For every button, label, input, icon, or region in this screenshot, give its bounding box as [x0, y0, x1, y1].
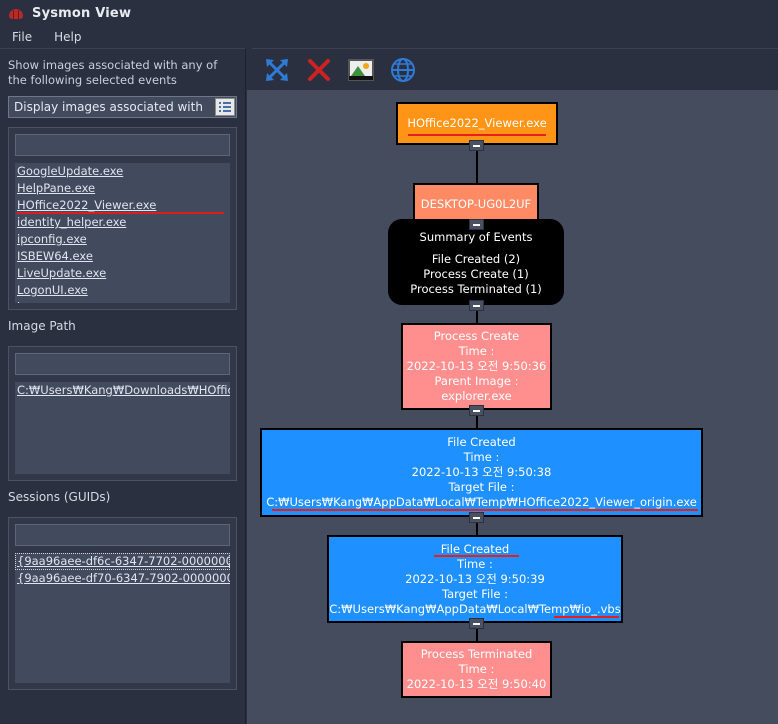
node-line: C:₩Users₩Kang₩AppData₩Local₩Temp₩HOffice… — [266, 495, 697, 509]
node-line: Process Create (1) — [423, 267, 529, 281]
node-line: Target File : — [441, 586, 508, 601]
list-item[interactable]: ipconfig.exe — [17, 232, 87, 246]
node-line: C:₩Users₩Kang₩AppData₩Local₩Temp₩io_.vbs — [329, 601, 621, 616]
menu-item-help[interactable]: Help — [54, 30, 82, 44]
node-line: File Created — [440, 541, 510, 556]
list-item[interactable]: GoogleUpdate.exe — [17, 164, 124, 178]
window-title: Sysmon View — [32, 5, 132, 21]
image-path-filter-input[interactable] — [15, 353, 230, 375]
node-line: 2022-10-13 오전 9:50:36 — [406, 359, 547, 373]
node-line: HOffice2022_Viewer.exe — [407, 116, 547, 130]
collapse-toggle-image[interactable] — [469, 140, 484, 151]
graph-node-file-created-1[interactable]: File Created Time : 2022-10-13 오전 9:50:3… — [260, 428, 703, 517]
sidebar-hint-text: Show images associated with any of the f… — [8, 58, 218, 87]
list-item[interactable]: HelpPane.exe — [17, 181, 96, 195]
node-line: Time : — [458, 344, 495, 358]
sessions-list[interactable]: {9aa96aee-df6c-6347-7702-000000001000 {9… — [15, 553, 230, 683]
images-filter-input[interactable] — [15, 134, 230, 156]
sessions-label: Sessions (GUIDs) — [8, 490, 111, 504]
close-clear-icon[interactable] — [304, 55, 334, 85]
node-line: 2022-10-13 오전 9:50:39 — [405, 571, 545, 586]
sessions-listbox: {9aa96aee-df6c-6347-7702-000000001000 {9… — [8, 517, 237, 690]
node-line: Target File : — [448, 480, 515, 494]
node-line: explorer.exe — [441, 389, 512, 403]
annotation-underline — [272, 509, 698, 511]
collapse-toggle-file-created-1[interactable] — [469, 512, 484, 523]
list-item[interactable]: HOffice2022_Viewer.exe — [15, 197, 230, 214]
menu-bar: File Help — [0, 26, 778, 48]
node-line: Parent Image : — [434, 374, 519, 388]
list-item[interactable]: ISBEW64.exe — [17, 249, 93, 263]
annotation-underline — [408, 134, 546, 136]
list-item[interactable]: {9aa96aee-df70-6347-7902-0000000010 — [17, 571, 230, 585]
collapse-toggle-host[interactable] — [469, 219, 484, 230]
node-line: 2022-10-13 오전 9:50:38 — [411, 465, 552, 479]
edge-summary-to-create — [476, 305, 478, 340]
left-sidebar: Show images associated with any of the f… — [0, 48, 246, 724]
menu-item-file[interactable]: File — [12, 30, 33, 44]
sysmon-app-icon — [8, 5, 24, 21]
image-path-list[interactable]: C:₩Users₩Kang₩Downloads₩HOffice202 — [15, 382, 230, 474]
open-browser-icon[interactable] — [388, 55, 418, 85]
list-item[interactable]: LiveUpdate.exe — [17, 266, 107, 280]
images-listbox: GoogleUpdate.exe HelpPane.exe HOffice202… — [8, 127, 237, 310]
collapse-toggle-file-created-2[interactable] — [469, 618, 484, 629]
list-item[interactable]: C:₩Users₩Kang₩Downloads₩HOffice202 — [17, 383, 230, 397]
node-line: Process Terminated — [420, 647, 533, 661]
graph-node-process-terminated[interactable]: Process Terminated Time : 2022-10-13 오전 … — [401, 641, 552, 698]
node-line: Time : — [457, 556, 493, 571]
list-item[interactable]: LogonUI.exe — [17, 283, 88, 297]
collapse-toggle-process-create[interactable] — [469, 405, 484, 416]
sessions-filter-input[interactable] — [15, 524, 230, 546]
edge-create-to-file1 — [476, 410, 478, 445]
node-line: Summary of Events — [419, 230, 533, 244]
graph-node-summary[interactable]: Summary of Events File Created (2) Proce… — [388, 219, 564, 305]
list-item[interactable]: lsass.exe — [15, 299, 230, 303]
node-line: 2022-10-13 오전 9:50:40 — [406, 677, 547, 691]
node-line: Time : — [458, 662, 495, 676]
graph-toolbar — [252, 48, 778, 90]
title-bar: Sysmon View — [0, 0, 778, 26]
image-path-label: Image Path — [8, 319, 76, 333]
node-line: Process Create — [433, 329, 520, 343]
annotation-underline — [554, 616, 619, 618]
list-item[interactable]: {9aa96aee-df6c-6347-7702-000000001000 — [15, 553, 230, 570]
graph-node-file-created-2[interactable]: File Created Time : 2022-10-13 오전 9:50:3… — [327, 535, 623, 623]
graph-node-process-image[interactable]: HOffice2022_Viewer.exe — [396, 102, 558, 145]
node-line: Process Terminated (1) — [410, 282, 542, 296]
list-item[interactable]: identity_helper.exe — [17, 215, 127, 229]
node-line: DESKTOP-UG0L2UF — [420, 196, 532, 211]
graph-node-process-create[interactable]: Process Create Time : 2022-10-13 오전 9:50… — [401, 323, 552, 410]
image-path-listbox: C:₩Users₩Kang₩Downloads₩HOffice202 — [8, 346, 237, 481]
display-images-combobox-label: Display images associated with — [14, 100, 203, 114]
event-graph-canvas[interactable]: HOffice2022_Viewer.exe DESKTOP-UG0L2UF S… — [247, 90, 778, 724]
export-image-icon[interactable] — [346, 55, 376, 85]
edge-file1-to-file2 — [476, 517, 478, 552]
annotation-underline — [434, 555, 519, 557]
display-images-combobox[interactable]: Display images associated with — [8, 96, 237, 118]
collapse-toggle-summary[interactable] — [469, 300, 484, 311]
node-line: File Created (2) — [431, 252, 521, 266]
edge-file2-to-terminated — [476, 623, 478, 658]
edge-image-to-host — [476, 145, 478, 183]
node-line: Time : — [463, 450, 500, 464]
images-list[interactable]: GoogleUpdate.exe HelpPane.exe HOffice202… — [15, 163, 230, 303]
expand-graph-icon[interactable] — [262, 55, 292, 85]
list-dropdown-icon[interactable] — [215, 98, 235, 116]
node-line: File Created — [447, 435, 516, 449]
